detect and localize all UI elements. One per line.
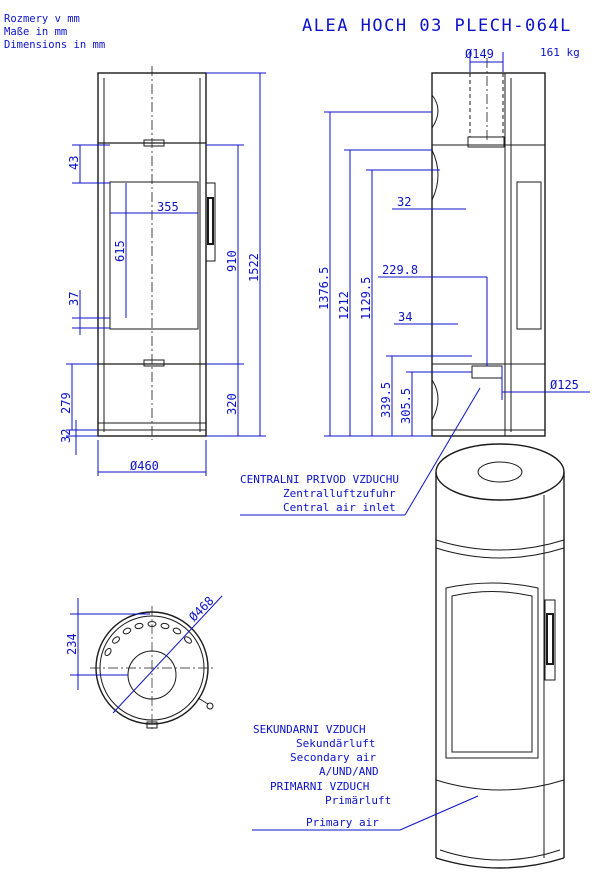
central-air-label-de: Zentralluftzufuhr bbox=[283, 487, 396, 500]
vent-slot bbox=[112, 636, 120, 644]
vent-slot bbox=[184, 636, 192, 644]
dim-1376-label: 1376.5 bbox=[317, 267, 331, 310]
top-handle-stem bbox=[197, 697, 209, 705]
and-label: A/UND/AND bbox=[319, 765, 379, 778]
dim-234-label: 234 bbox=[65, 633, 79, 655]
front-dimensions: 43 355 615 37 279 32 Ø460 910 320 bbox=[59, 72, 266, 476]
persp-top-band bbox=[435, 539, 565, 551]
vent-slot bbox=[122, 627, 132, 635]
perspective-view bbox=[435, 443, 565, 869]
dim-279-label: 279 bbox=[59, 392, 73, 414]
side-rear-curve-top bbox=[431, 94, 439, 129]
side-body-outline bbox=[431, 72, 546, 437]
dim-1522-label: 1522 bbox=[247, 253, 261, 282]
vent-slot bbox=[104, 647, 112, 657]
units-line-cz: Rozmery v mm bbox=[4, 13, 80, 25]
side-rear-curve-low bbox=[431, 379, 439, 421]
units-line-de: Maße in mm bbox=[4, 26, 67, 38]
dim-37-label: 37 bbox=[67, 292, 81, 306]
secondary-air-label-cz: SEKUNDARNI VZDUCH bbox=[253, 723, 366, 736]
central-air-label-en: Central air inlet bbox=[283, 501, 396, 514]
dim-910-label: 910 bbox=[225, 250, 239, 272]
persp-door-inner bbox=[451, 591, 533, 753]
side-flue-collar bbox=[467, 136, 505, 148]
secondary-air-label-de: Sekundärluft bbox=[296, 737, 375, 750]
side-rear-curve-mid bbox=[431, 149, 439, 201]
persp-flue-opening bbox=[477, 461, 523, 483]
persp-door-glass bbox=[445, 582, 539, 759]
dim-355-label: 355 bbox=[157, 200, 179, 214]
units-line-en: Dimensions in mm bbox=[4, 39, 105, 51]
side-dimensions: Ø149 1376.5 1212 1129.5 32 229.8 34 339.… bbox=[317, 47, 590, 437]
header: Rozmery v mm Maße in mm Dimensions in mm… bbox=[4, 13, 580, 59]
central-air-callout: CENTRALNI PRIVOD VZDUCHU Zentralluftzufu… bbox=[240, 387, 481, 516]
persp-bottom-curve bbox=[435, 857, 565, 869]
dim-149-label: Ø149 bbox=[465, 47, 494, 61]
weight-label: 161 kg bbox=[540, 46, 580, 59]
dim-320-label: 320 bbox=[225, 393, 239, 415]
front-door-handle bbox=[205, 182, 216, 262]
dim-468-label: Ø468 bbox=[186, 594, 216, 624]
dim-615-label: 615 bbox=[113, 240, 127, 262]
dim-3055-label: 305.5 bbox=[399, 388, 413, 424]
persp-base-ring bbox=[439, 849, 561, 861]
side-base-plinth bbox=[431, 429, 546, 437]
primary-air-label-cz: PRIMARNI VZDUCH bbox=[270, 780, 369, 793]
vent-slot bbox=[172, 627, 182, 635]
primary-air-label-en: Primary air bbox=[306, 816, 379, 829]
dim-2298-label: 229.8 bbox=[382, 263, 418, 277]
dim-1212-label: 1212 bbox=[337, 291, 351, 320]
air-leader bbox=[399, 795, 479, 831]
top-vent-slots bbox=[104, 621, 192, 657]
persp-lower-band bbox=[435, 779, 565, 791]
dim-3395-label: 339.5 bbox=[379, 382, 393, 418]
persp-top-ellipse bbox=[435, 443, 565, 501]
persp-top-band-lower bbox=[435, 547, 565, 559]
dim-32-label: 32 bbox=[59, 429, 73, 443]
secondary-air-label-en: Secondary air bbox=[290, 751, 376, 764]
front-view bbox=[97, 66, 216, 440]
central-air-leader bbox=[404, 387, 481, 516]
front-top-vent bbox=[143, 139, 165, 147]
dim-468-line bbox=[112, 595, 223, 714]
vent-slot bbox=[134, 622, 144, 630]
top-view bbox=[90, 606, 214, 730]
front-ash-vent bbox=[143, 359, 165, 367]
top-dimensions: 234 Ø468 bbox=[65, 594, 223, 714]
dim-125-label: Ø125 bbox=[550, 378, 579, 392]
side-air-inlet bbox=[471, 365, 503, 379]
top-handle-knob bbox=[206, 702, 214, 710]
side-window bbox=[516, 181, 542, 330]
persp-handle-grip bbox=[546, 613, 554, 665]
front-handle-grip bbox=[207, 197, 214, 245]
side-view bbox=[431, 58, 546, 437]
dim-460-label: Ø460 bbox=[130, 459, 159, 473]
dim-34-label: 34 bbox=[398, 310, 412, 324]
persp-door-handle bbox=[544, 599, 556, 681]
dim-1129-label: 1129.5 bbox=[359, 277, 373, 320]
primary-air-label-de: Primärluft bbox=[325, 794, 391, 807]
dim-43-label: 43 bbox=[67, 156, 81, 170]
front-glass-window bbox=[109, 181, 199, 330]
dim-32-offset-label: 32 bbox=[397, 195, 411, 209]
air-callout: SEKUNDARNI VZDUCH Sekundärluft Secondary… bbox=[252, 723, 479, 831]
vent-slot bbox=[160, 622, 170, 630]
model-title: ALEA HOCH 03 PLECH-064L bbox=[302, 16, 572, 36]
central-air-label-cz: CENTRALNI PRIVOD VZDUCHU bbox=[240, 473, 399, 486]
